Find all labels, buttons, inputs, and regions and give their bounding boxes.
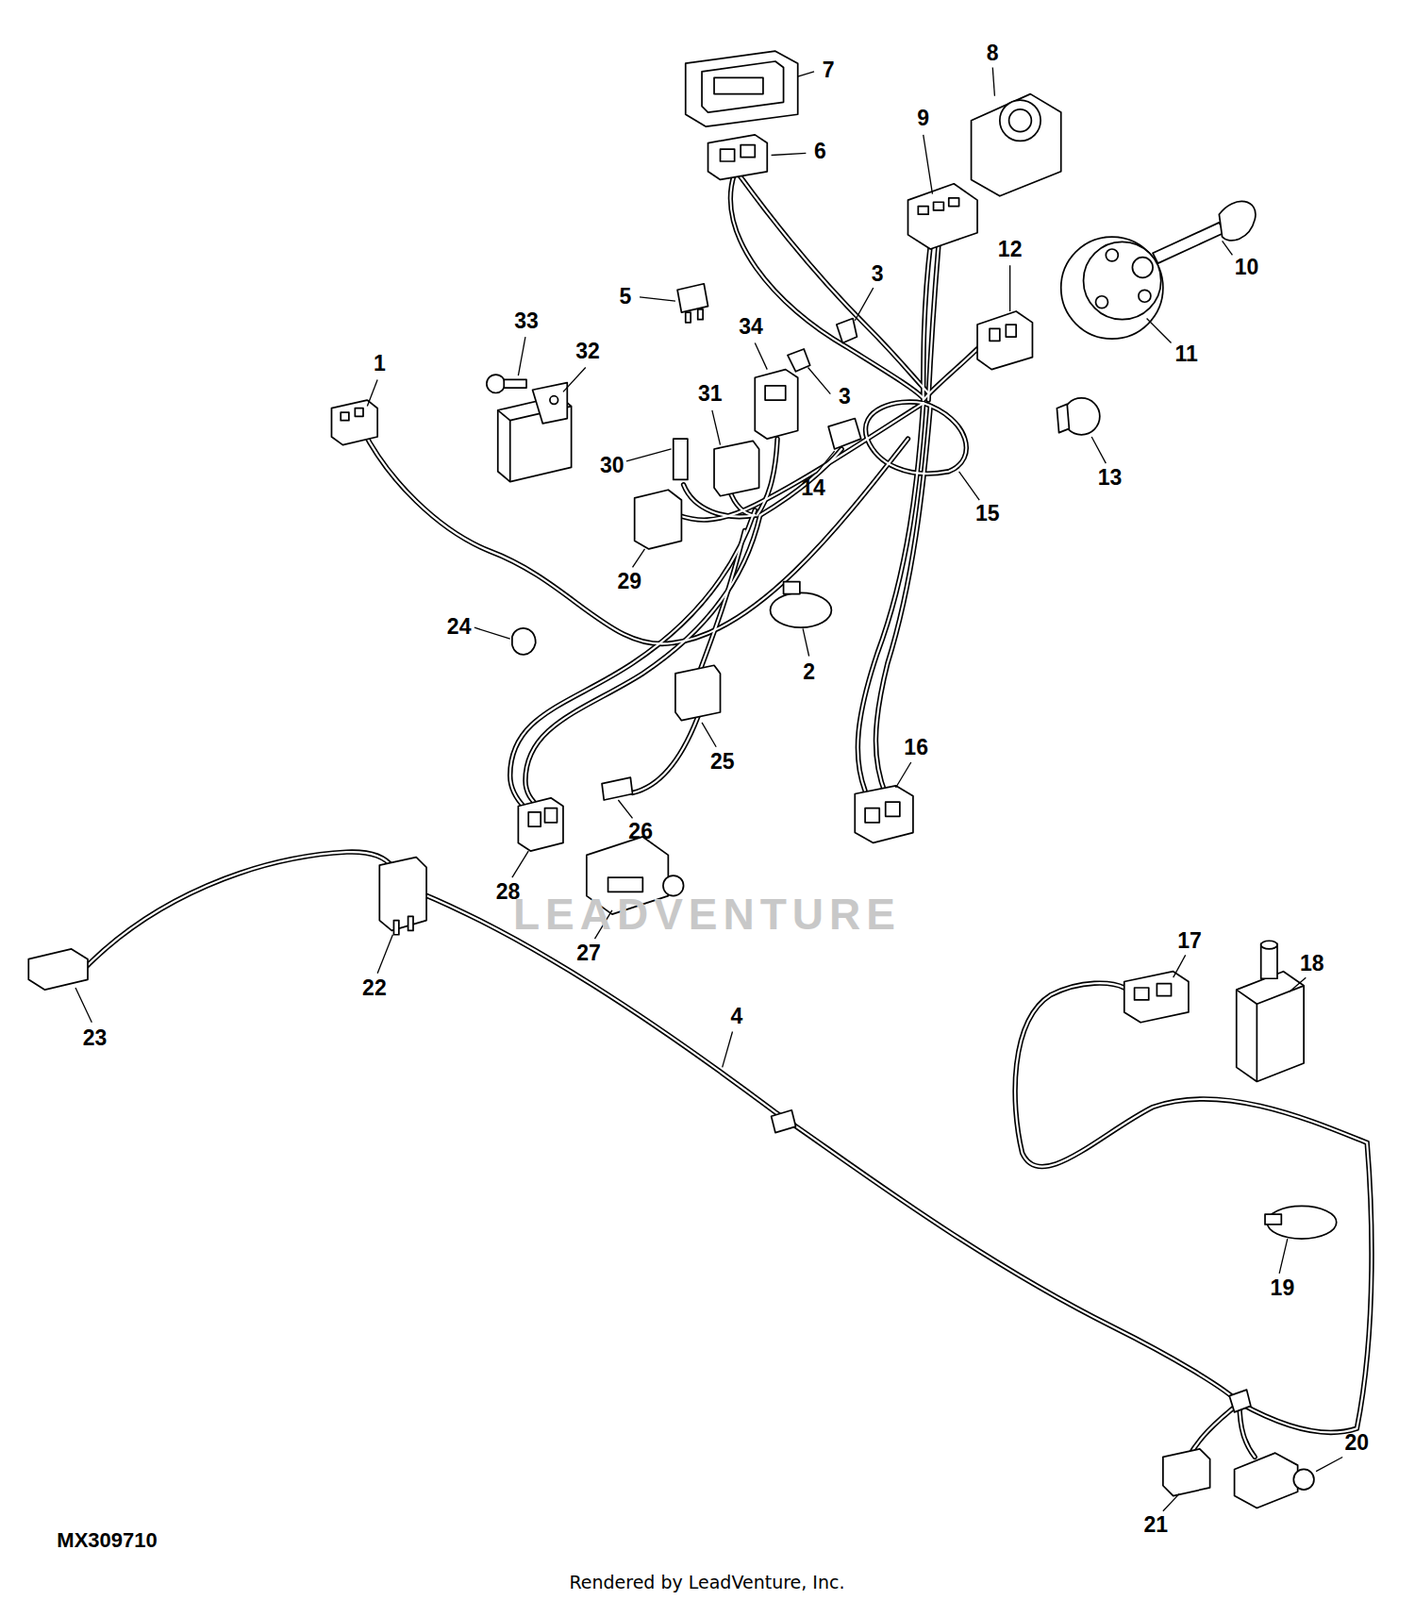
callout-number: 12 [998, 235, 1023, 262]
callout-number: 8 [986, 40, 999, 67]
callout-number: 17 [1177, 928, 1202, 954]
callout-number: 27 [576, 940, 601, 966]
callout-number: 16 [903, 733, 929, 760]
callout-number: 25 [710, 748, 735, 774]
drawing-number: MX309710 [56, 1528, 157, 1553]
leader-lines [75, 67, 1343, 1512]
callout-number: 18 [1299, 949, 1325, 976]
callout-number: 26 [628, 818, 653, 845]
callout-number: 21 [1144, 1511, 1169, 1537]
callout-number: 10 [1234, 254, 1260, 281]
callout-number: 34 [738, 314, 764, 340]
callout-number: 29 [616, 568, 642, 595]
callout-number: 7 [822, 56, 835, 83]
callout-number: 3 [838, 382, 851, 409]
callout-number: 3 [871, 260, 884, 286]
callout-number: 4 [730, 1003, 743, 1030]
callout-number: 11 [1175, 341, 1199, 367]
callout-number: 14 [800, 474, 826, 500]
watermark: LEADVENTURE [513, 888, 901, 940]
callout-number: 6 [814, 138, 827, 165]
callout-number: 2 [802, 658, 816, 684]
callout-number: 33 [514, 307, 539, 333]
callout-number: 19 [1270, 1274, 1296, 1300]
callout-number: 1 [373, 350, 386, 377]
callout-number: 20 [1345, 1430, 1370, 1456]
callout-number: 32 [575, 338, 600, 365]
callout-number: 31 [698, 381, 723, 407]
callout-number: 30 [599, 452, 625, 479]
callout-number: 22 [362, 974, 387, 1000]
callout-number: 5 [619, 283, 633, 309]
callout-number: 9 [916, 105, 930, 132]
callout-number: 13 [1098, 465, 1123, 491]
callout-number: 24 [447, 614, 472, 640]
credit-text: Rendered by LeadVenture, Inc. [568, 1571, 845, 1593]
callout-number: 23 [83, 1024, 108, 1050]
callout-number: 15 [975, 499, 1000, 526]
